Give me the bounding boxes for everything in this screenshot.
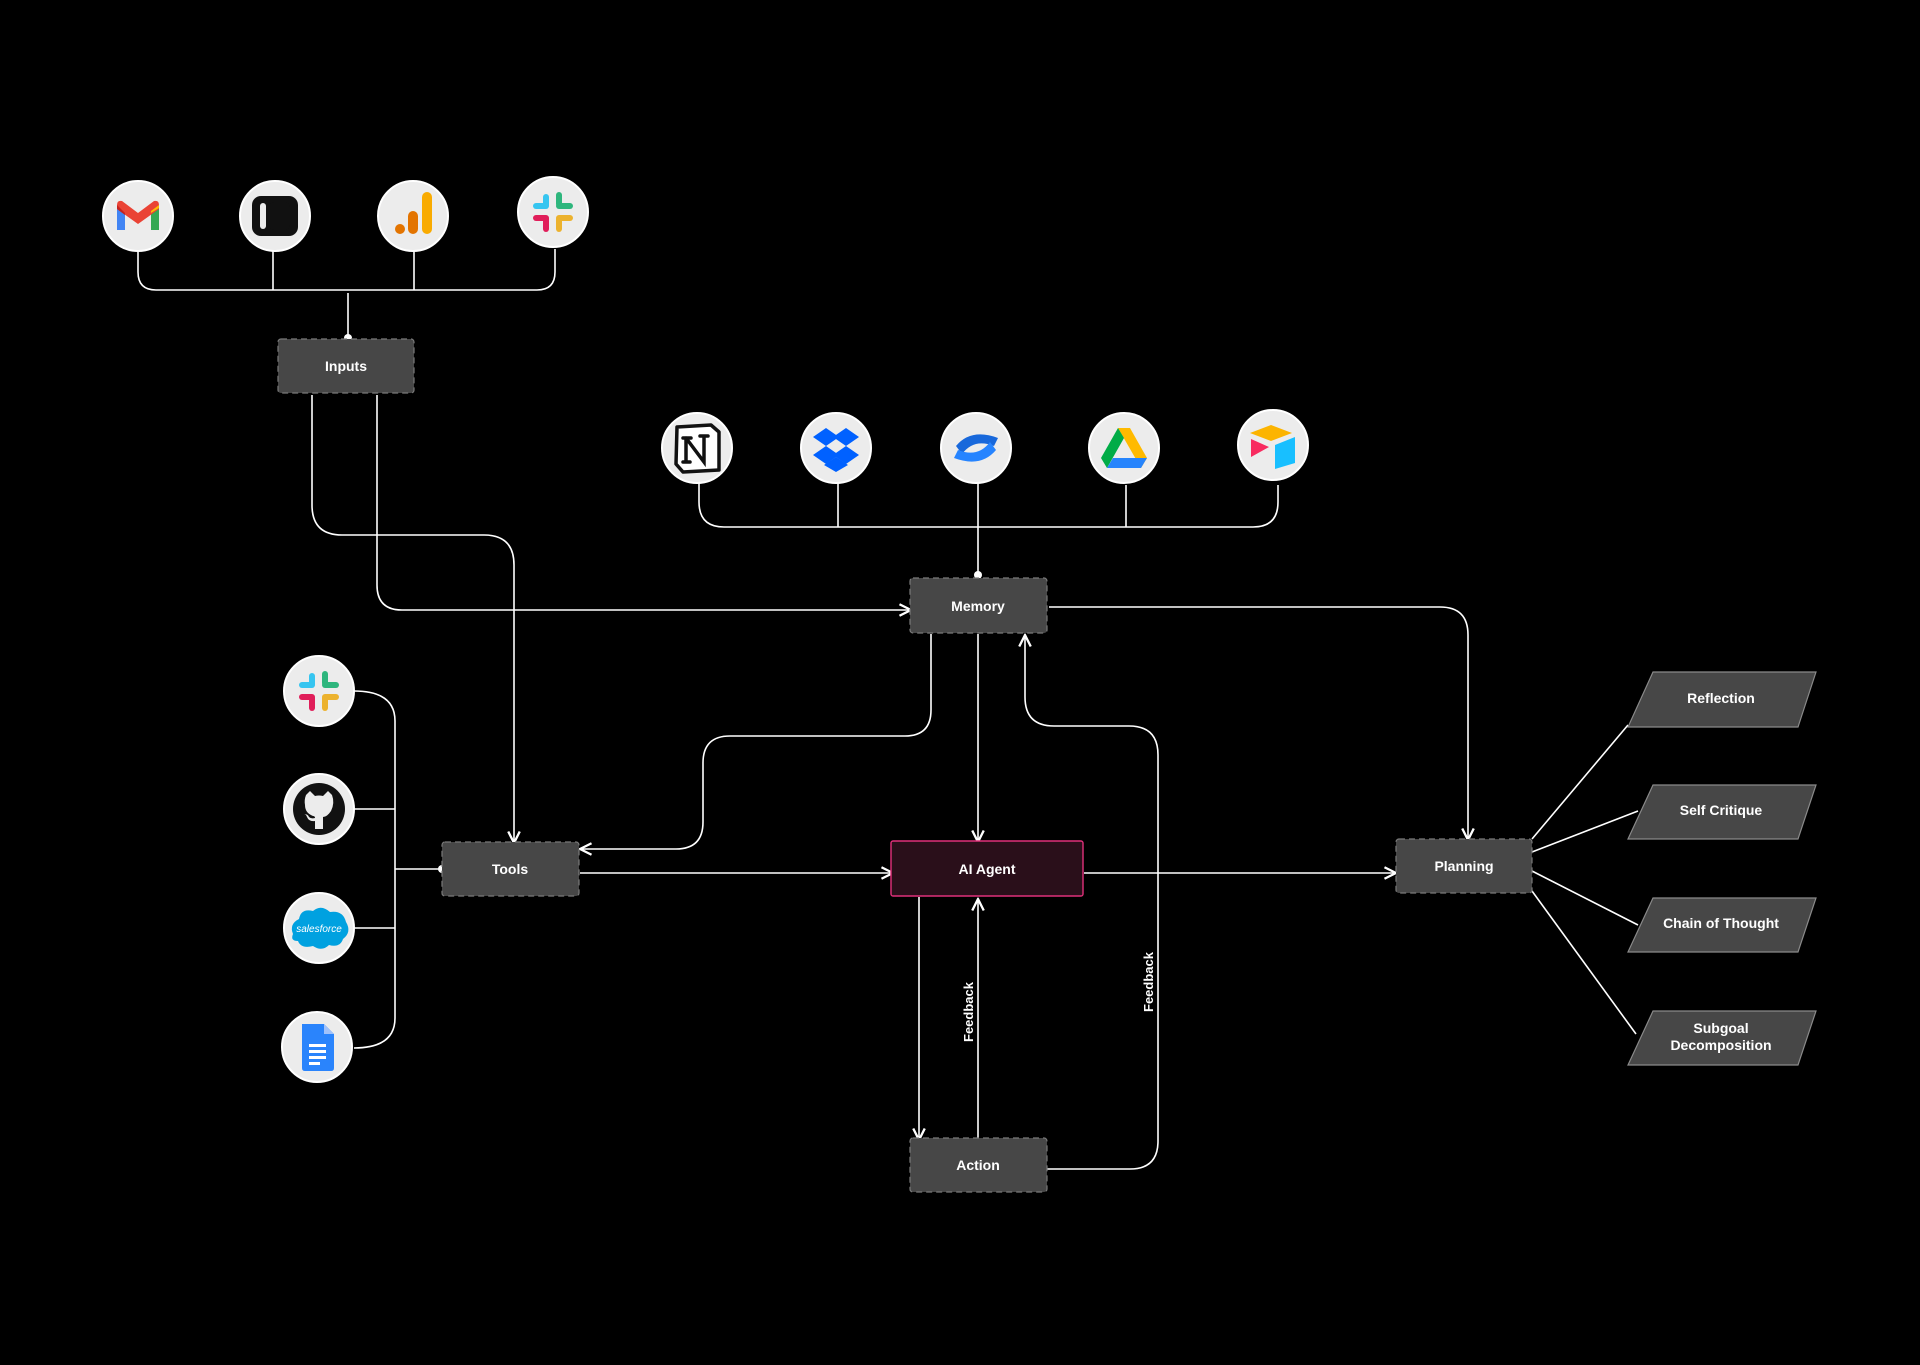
salesforce-wordmark: salesforce	[296, 924, 342, 935]
slack-icon[interactable]	[283, 655, 355, 727]
dropbox-icon[interactable]	[800, 412, 872, 484]
node-action[interactable]: Action	[909, 1137, 1048, 1193]
google-drive-icon[interactable]	[1088, 412, 1160, 484]
node-ai-agent-label: AI Agent	[958, 861, 1015, 877]
node-ai-agent[interactable]: AI Agent	[890, 840, 1084, 897]
github-icon[interactable]	[283, 773, 355, 845]
confluence-icon[interactable]	[940, 412, 1012, 484]
edge-planning-chain-of-thought	[1531, 870, 1639, 926]
feedback-label-memory: Feedback	[1141, 951, 1156, 1012]
memory-icons-bus	[698, 482, 1279, 528]
edge-planning-self-critique	[1531, 810, 1639, 853]
node-planning-label: Planning	[1434, 858, 1493, 874]
node-memory-label: Memory	[951, 598, 1005, 614]
airtable-icon[interactable]	[1237, 409, 1309, 481]
edge-memory-planning	[1049, 606, 1468, 840]
method-self-critique[interactable]: Self Critique	[1627, 784, 1817, 840]
edge-memory-tools	[580, 634, 932, 849]
edge-inputs-memory	[376, 395, 911, 610]
feedback-label-agent: Feedback	[961, 981, 976, 1042]
node-action-label: Action	[956, 1157, 1000, 1173]
google-analytics-icon[interactable]	[377, 180, 449, 252]
slack-icon[interactable]	[517, 176, 589, 248]
method-self-critique-label: Self Critique	[1680, 802, 1763, 818]
edge-action-memory-feedback	[1025, 635, 1159, 1170]
tools-icons-bus	[353, 690, 396, 1049]
method-reflection[interactable]: Reflection	[1627, 671, 1817, 728]
salesforce-icon[interactable]: salesforce	[283, 892, 355, 964]
edge-inputs-tools	[311, 395, 514, 843]
intercom-icon[interactable]	[239, 180, 311, 252]
node-inputs[interactable]: Inputs	[277, 338, 415, 394]
gmail-icon[interactable]	[102, 180, 174, 252]
node-inputs-label: Inputs	[325, 358, 367, 374]
inputs-icons-bus	[137, 249, 556, 291]
node-memory[interactable]: Memory	[909, 577, 1048, 634]
method-chain-of-thought-label: Chain of Thought	[1663, 915, 1779, 931]
edge-planning-reflection	[1531, 724, 1629, 840]
method-subgoal-label-line2: Decomposition	[1670, 1037, 1771, 1053]
notion-icon[interactable]	[661, 412, 733, 484]
method-subgoal-decomposition[interactable]: Subgoal Decomposition	[1627, 1010, 1817, 1066]
method-reflection-label: Reflection	[1687, 690, 1755, 706]
node-tools[interactable]: Tools	[441, 841, 580, 897]
memory-anchor-dot	[974, 571, 982, 579]
google-docs-icon[interactable]	[281, 1011, 353, 1083]
method-subgoal-label-line1: Subgoal	[1693, 1020, 1748, 1036]
node-tools-label: Tools	[492, 861, 529, 877]
method-chain-of-thought[interactable]: Chain of Thought	[1627, 897, 1817, 953]
edge-planning-subgoal	[1531, 890, 1637, 1035]
node-planning[interactable]: Planning	[1395, 838, 1533, 894]
